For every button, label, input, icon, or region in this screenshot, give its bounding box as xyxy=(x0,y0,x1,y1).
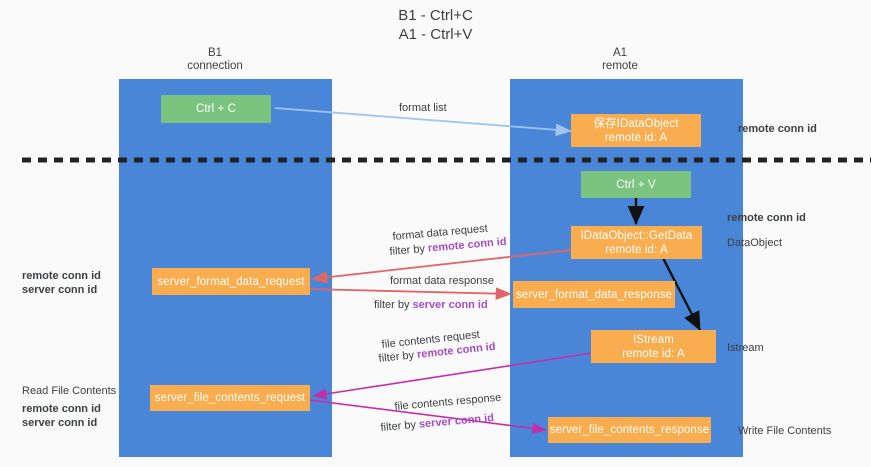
box-save-idataobject-line1: 保存IDataObject xyxy=(593,117,679,130)
filter-prefix-3: filter by xyxy=(378,348,418,365)
box-getdata-line1: IDataObject::GetData xyxy=(580,229,693,242)
edge-label-format-list: format list xyxy=(399,102,447,114)
filter-prefix-4: filter by xyxy=(380,418,420,434)
right-label-dataobject: DataObject xyxy=(727,237,783,249)
box-server-format-data-request[interactable]: server_format_data_request xyxy=(152,268,310,295)
right-label-remote-conn-id-mid: remote conn id xyxy=(727,212,806,224)
right-label-istream: Istream xyxy=(727,342,764,354)
left-label-remote-conn-id-mid: remote conn id xyxy=(22,270,101,282)
left-label-server-conn-id-mid: server conn id xyxy=(22,284,98,296)
box-server-file-contents-response-label: server_file_contents_response xyxy=(549,424,710,436)
right-label-write-file-contents: Write File Contents xyxy=(738,425,832,437)
box-idataobject-getdata[interactable]: IDataObject::GetData remote id: A xyxy=(571,226,702,259)
box-istream-line2: remote id: A xyxy=(622,347,685,360)
box-server-format-data-response-label: server_format_data_response xyxy=(515,288,673,301)
connector-file-contents-response xyxy=(308,399,547,434)
box-ctrl-v[interactable]: Ctrl + V xyxy=(581,171,691,198)
edge-label-format-data-response-filter: filter by server conn id xyxy=(374,298,488,312)
diagram-title: B1 - Ctrl+C A1 - Ctrl+V xyxy=(0,6,871,44)
filter-key-server-conn-id-1: server conn id xyxy=(412,299,488,311)
box-server-format-data-request-label: server_format_data_request xyxy=(157,275,305,288)
edge-label-format-data-response: format data response xyxy=(390,275,494,287)
connector-format-data-request xyxy=(311,249,572,284)
filter-prefix-1: filter by xyxy=(389,242,429,258)
right-label-remote-conn-id-top: remote conn id xyxy=(738,123,817,135)
connector-file-contents-request xyxy=(312,352,593,400)
box-save-idataobject-line2: remote id: A xyxy=(604,131,668,144)
box-ctrl-c-label: Ctrl + C xyxy=(195,103,237,115)
lane-header-a1: A1 remote xyxy=(550,47,690,73)
connector-format-data-response xyxy=(307,287,512,300)
box-server-file-contents-request-label: server_file_contents_request xyxy=(154,392,306,404)
title-line-2: A1 - Ctrl+V xyxy=(398,26,473,43)
left-label-server-conn-id-bot: server conn id xyxy=(22,417,98,429)
lane-header-b1-line2: connection xyxy=(187,60,243,72)
left-label-remote-conn-id-bot: remote conn id xyxy=(22,403,101,415)
box-server-file-contents-request[interactable]: server_file_contents_request xyxy=(150,385,310,411)
left-label-read-file-contents: Read File Contents xyxy=(22,385,117,397)
box-server-file-contents-response[interactable]: server_file_contents_response xyxy=(548,417,711,443)
lane-header-a1-line1: A1 xyxy=(612,47,628,59)
box-save-idataobject[interactable]: 保存IDataObject remote id: A xyxy=(571,114,701,147)
box-ctrl-c[interactable]: Ctrl + C xyxy=(161,95,271,123)
box-istream[interactable]: IStream remote id: A xyxy=(591,330,716,363)
title-line-1: B1 - Ctrl+C xyxy=(398,7,473,24)
lane-header-b1-line1: B1 xyxy=(207,47,223,59)
filter-prefix-2: filter by xyxy=(374,299,413,311)
lane-header-a1-line2: remote xyxy=(602,60,638,72)
connector-format-list xyxy=(274,107,572,137)
lane-header-b1: B1 connection xyxy=(145,47,285,73)
box-ctrl-v-label: Ctrl + V xyxy=(616,178,656,191)
connector-getdata-istream xyxy=(661,257,702,332)
box-server-format-data-response[interactable]: server_format_data_response xyxy=(513,281,675,308)
box-getdata-line2: remote id: A xyxy=(605,243,668,256)
box-istream-line1: IStream xyxy=(633,333,674,346)
